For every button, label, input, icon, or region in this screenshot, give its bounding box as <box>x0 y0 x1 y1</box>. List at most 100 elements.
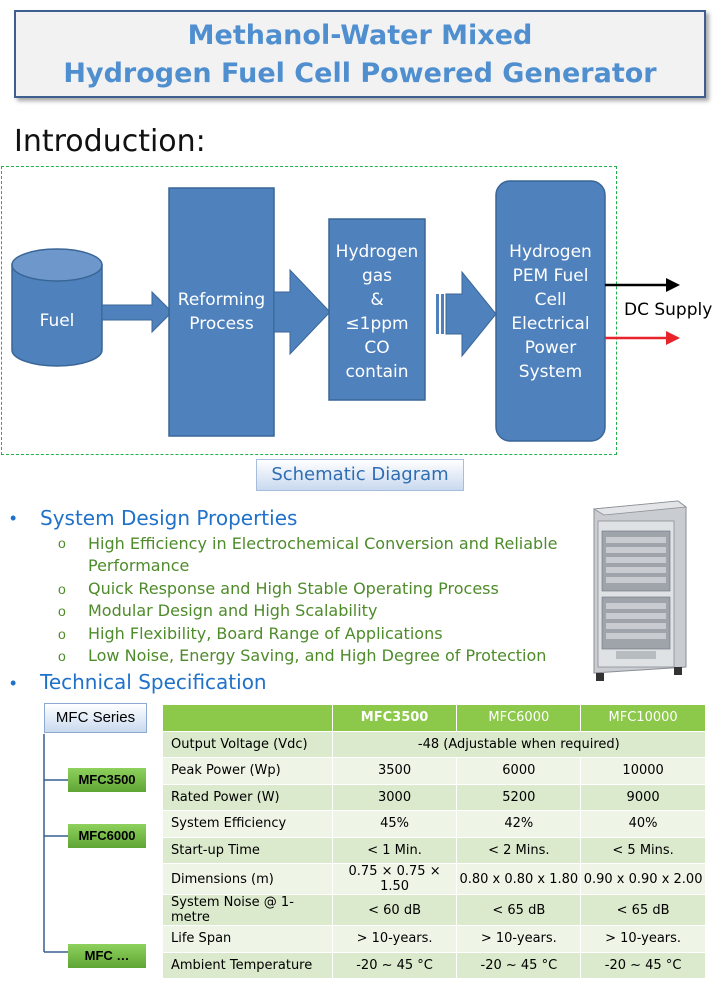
table-row: System Noise @ 1-metre < 60 dB < 65 dB <… <box>162 894 706 926</box>
reforming-block <box>168 187 275 437</box>
pem-label-6: System <box>518 362 583 382</box>
hydrogen-gas-block <box>328 218 426 401</box>
row-value: 0.90 x 0.90 x 2.00 <box>580 863 706 895</box>
dc-positive-arrow <box>605 278 680 292</box>
row-value: > 10-years. <box>580 925 706 953</box>
tree-item-mfc-more: MFC … <box>68 944 146 968</box>
design-item-3: Modular Design and High Scalability <box>88 601 378 620</box>
design-item-5: Low Noise, Energy Saving, and High Degre… <box>88 646 547 665</box>
row-value: 3500 <box>331 757 458 785</box>
hydrogen-gas-label-5: CO <box>364 338 390 358</box>
row-value: > 10-years. <box>456 925 582 953</box>
row-label: System Efficiency <box>162 810 333 838</box>
bullet-dot: • <box>10 673 17 693</box>
arrow-fuel-to-reforming <box>101 290 173 334</box>
row-value: < 2 Mins. <box>456 836 582 864</box>
row-label: Dimensions (m) <box>162 863 333 895</box>
intro-heading: Introduction: <box>14 124 206 159</box>
fuel-label: Fuel <box>39 311 75 331</box>
tree-item-mfc6000: MFC6000 <box>68 824 146 848</box>
row-value: 6000 <box>456 757 582 785</box>
pem-label-2: PEM Fuel <box>512 266 589 286</box>
header-mfc6000: MFC6000 <box>456 704 582 732</box>
row-value: 0.80 x 0.80 x 1.80 <box>456 863 582 895</box>
sub-marker: o <box>58 535 66 551</box>
row-label: Peak Power (Wp) <box>162 757 333 785</box>
table-row: Rated Power (W) 3000 5200 9000 <box>162 783 706 811</box>
row-value: 42% <box>456 810 582 838</box>
row-value: < 65 dB <box>456 894 582 926</box>
pem-label-3: Cell <box>534 290 567 310</box>
hydrogen-gas-label-2: gas <box>361 266 393 286</box>
row-value: > 10-years. <box>331 925 458 953</box>
schematic-caption: Schematic Diagram <box>256 459 464 491</box>
table-row: Output Voltage (Vdc) -48 (Adjustable whe… <box>162 730 707 758</box>
row-value: 5200 <box>456 783 582 811</box>
row-value: < 1 Min. <box>331 836 458 864</box>
reforming-label-2: Process <box>189 314 254 334</box>
pem-label-5: Power <box>524 338 577 358</box>
row-value: 0.75 × 0.75 × 1.50 <box>331 863 458 895</box>
arrow-reforming-to-hydrogen <box>273 268 331 356</box>
title-line-2: Hydrogen Fuel Cell Powered Generator <box>63 58 657 89</box>
title-box <box>14 10 706 98</box>
row-value: 45% <box>331 810 458 838</box>
header-empty <box>162 704 333 732</box>
row-value: -20 ~ 45 °C <box>456 951 582 979</box>
table-row: Start-up Time < 1 Min. < 2 Mins. < 5 Min… <box>162 836 706 864</box>
title-line-1: Methanol-Water Mixed <box>187 20 533 51</box>
pem-label-1: Hydrogen <box>509 242 592 262</box>
hydrogen-gas-label-4: ≤1ppm <box>345 314 409 334</box>
schematic-diagram <box>11 180 680 442</box>
design-item-4: High Flexibility, Board Range of Applica… <box>88 624 443 643</box>
table-row: System Efficiency 45% 42% 40% <box>162 810 706 838</box>
row-label: Output Voltage (Vdc) <box>162 730 333 758</box>
hydrogen-gas-label-1: Hydrogen <box>335 242 419 262</box>
table-row: Dimensions (m) 0.75 × 0.75 × 1.50 0.80 x… <box>162 863 706 895</box>
table-row: Peak Power (Wp) 3500 6000 10000 <box>162 757 706 785</box>
row-label: Start-up Time <box>162 836 333 864</box>
row-value: 3000 <box>331 783 458 811</box>
table-header-row: MFC3500 MFC6000 MFC10000 <box>162 704 706 732</box>
design-item-1: High Efficiency in Electrochemical Conve… <box>88 534 558 553</box>
row-value-merged: -48 (Adjustable when required) <box>331 730 707 758</box>
row-label: Rated Power (W) <box>162 783 333 811</box>
row-label: Ambient Temperature <box>162 951 333 979</box>
diagram-frame <box>1 166 617 455</box>
row-label: Life Span <box>162 925 333 953</box>
hydrogen-gas-label-6: contain <box>345 362 409 382</box>
tech-heading: Technical Specification <box>40 670 267 694</box>
table-row: Ambient Temperature -20 ~ 45 °C -20 ~ 45… <box>162 951 706 979</box>
bullet-dot: • <box>10 508 17 528</box>
tree-connectors <box>43 734 68 953</box>
sub-marker: o <box>58 648 66 664</box>
sub-marker: o <box>58 581 66 597</box>
row-value: < 5 Mins. <box>580 836 706 864</box>
generator-cabinet-image <box>592 500 688 681</box>
pem-block <box>495 180 606 442</box>
row-value: < 60 dB <box>331 894 458 926</box>
sub-marker: o <box>58 603 66 619</box>
sub-marker: o <box>58 626 66 642</box>
design-item-1-cont: Performance <box>88 556 190 575</box>
dc-supply-label: DC Supply <box>624 300 713 320</box>
series-label-box: MFC Series <box>44 703 147 733</box>
table-row: Life Span > 10-years. > 10-years. > 10-y… <box>162 925 706 953</box>
fuel-cylinder <box>11 248 103 367</box>
pem-label-4: Electrical <box>511 314 590 334</box>
dc-negative-arrow <box>605 331 680 345</box>
tree-item-mfc3500: MFC3500 <box>68 768 146 792</box>
row-value: -20 ~ 45 °C <box>580 951 706 979</box>
design-heading: System Design Properties <box>40 506 298 530</box>
row-value: < 65 dB <box>580 894 706 926</box>
hydrogen-gas-label-3: & <box>370 290 384 310</box>
row-label: System Noise @ 1-metre <box>162 894 333 926</box>
spec-table: MFC3500 MFC6000 MFC10000 Output Voltage … <box>162 704 707 979</box>
header-mfc10000: MFC10000 <box>580 704 706 732</box>
reforming-label-1: Reforming <box>177 290 266 310</box>
row-value: 9000 <box>580 783 706 811</box>
row-value: -20 ~ 45 °C <box>331 951 458 979</box>
arrow-hydrogen-to-pem <box>436 270 497 358</box>
row-value: 10000 <box>580 757 706 785</box>
design-item-2: Quick Response and High Stable Operating… <box>88 579 499 598</box>
